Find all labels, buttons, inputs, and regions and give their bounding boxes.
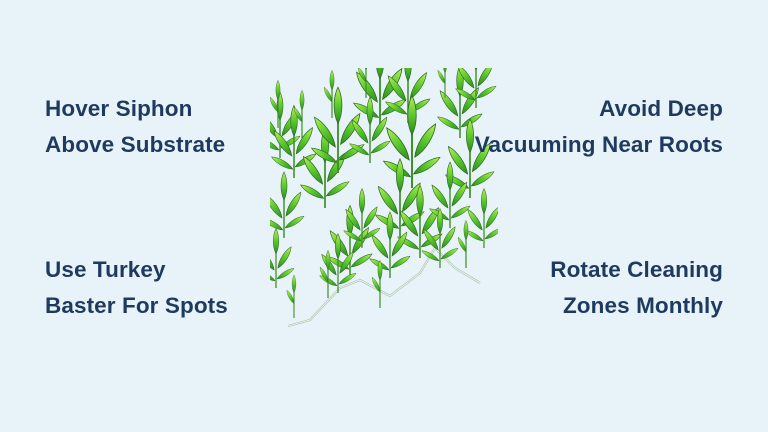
tip-line: Use Turkey [45, 257, 166, 282]
tip-line: Vacuuming Near Roots [474, 132, 723, 157]
tip-hover-siphon: Hover Siphon Above Substrate [45, 91, 225, 163]
tip-line: Avoid Deep [599, 96, 723, 121]
tip-avoid-deep-vacuuming: Avoid Deep Vacuuming Near Roots [475, 91, 723, 163]
aquarium-plants-image [270, 68, 498, 330]
tip-rotate-cleaning-zones: Rotate Cleaning Zones Monthly [550, 252, 723, 324]
plant-illustration-icon [270, 68, 498, 328]
tip-turkey-baster: Use Turkey Baster For Spots [45, 252, 228, 324]
tip-line: Rotate Cleaning [550, 257, 723, 282]
tip-line: Zones Monthly [562, 293, 723, 318]
tip-line: Baster For Spots [45, 293, 228, 318]
tip-line: Above Substrate [45, 132, 226, 157]
tip-line: Hover Siphon [45, 96, 193, 121]
